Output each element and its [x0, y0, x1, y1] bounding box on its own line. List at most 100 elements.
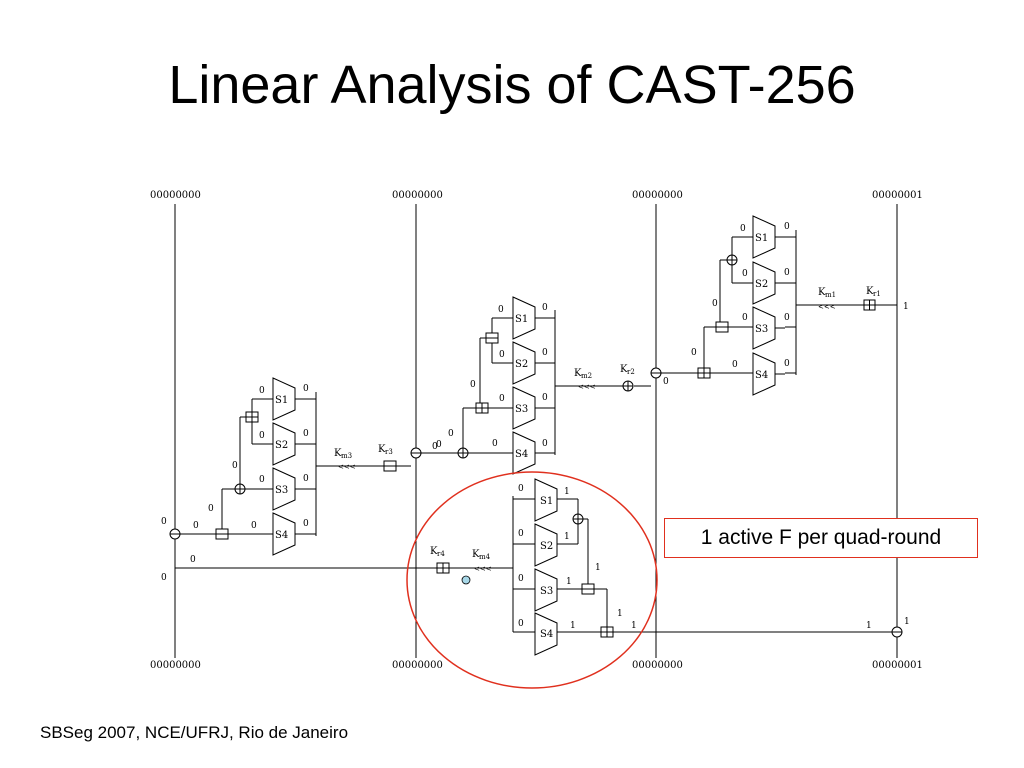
svg-text:0: 0	[499, 394, 505, 404]
svg-text:0: 0	[208, 504, 214, 514]
svg-text:0: 0	[518, 529, 524, 539]
svg-text:0: 0	[542, 439, 548, 449]
round2-sbox-3	[512, 386, 536, 430]
svg-text:0: 0	[518, 619, 524, 629]
km4-label: K	[472, 549, 480, 560]
svg-text:0: 0	[784, 313, 790, 323]
svg-text:0: 0	[492, 439, 498, 449]
round4-sbox-3	[534, 568, 558, 612]
round2-s4-label: S4	[515, 449, 528, 460]
svg-text:0: 0	[303, 519, 309, 529]
svg-text:1: 1	[566, 577, 572, 587]
round4-s3-label: S3	[540, 586, 553, 597]
svg-text:0: 0	[784, 222, 790, 232]
svg-text:0: 0	[742, 313, 748, 323]
svg-text:0: 0	[432, 442, 438, 452]
kr3-sub: r3	[385, 448, 393, 456]
round3-sbox-2	[272, 422, 296, 466]
svg-text:0: 0	[498, 305, 504, 315]
output-word-3: 00000000	[632, 660, 683, 671]
svg-text:1: 1	[904, 617, 910, 627]
svg-text:0: 0	[663, 377, 669, 387]
round-1: S1 S2 S3 S4 K r1 K m1 <<< 1 0 0 0 0 0	[650, 215, 909, 396]
svg-text:0: 0	[303, 429, 309, 439]
round4-sbox-1	[534, 478, 558, 522]
input-word-3: 00000000	[632, 190, 683, 201]
round1-sbox-2	[752, 261, 776, 305]
svg-text:1: 1	[564, 532, 570, 542]
round4-sbox-2	[534, 523, 558, 567]
output-word-labels: 00000000 00000000 00000000 00000001	[150, 660, 923, 671]
svg-text:1: 1	[617, 609, 623, 619]
input-word-2: 00000000	[392, 190, 443, 201]
round2-s2-label: S2	[515, 359, 528, 370]
svg-text:0: 0	[499, 350, 505, 360]
round-3: S1 S2 S3 S4 K r3 K m3 <<< 0 0 0 0 0 0 0	[161, 377, 442, 556]
slide-footer: SBSeg 2007, NCE/UFRJ, Rio de Janeiro	[40, 723, 349, 742]
svg-text:0: 0	[691, 348, 697, 358]
slide-title: Linear Analysis of CAST-256	[168, 55, 856, 115]
svg-text:0: 0	[232, 461, 238, 471]
round4-s2-label: S2	[540, 541, 553, 552]
km4-sub: m4	[479, 553, 491, 561]
km2-rot: <<<	[578, 383, 596, 391]
active-f-callout: 1 active F per quad-round	[664, 518, 978, 558]
kr1-sub: r1	[873, 290, 881, 298]
km2-sub: m2	[581, 372, 592, 380]
round3-s1-label: S1	[275, 395, 288, 406]
svg-text:0: 0	[542, 303, 548, 313]
km2-label: K	[574, 368, 582, 379]
round2-sbox-2	[512, 341, 536, 385]
svg-text:1: 1	[631, 621, 637, 631]
svg-text:0: 0	[259, 431, 265, 441]
svg-text:0: 0	[712, 299, 718, 309]
km3-label: K	[334, 448, 342, 459]
svg-text:0: 0	[518, 484, 524, 494]
round-2: S1 S2 S3 S4 K r2 K m2 <<< 0 0 0 0 0 0 0	[410, 296, 651, 475]
km1-label: K	[818, 287, 826, 298]
round2-sbox-4	[512, 431, 536, 475]
svg-text:0: 0	[303, 384, 309, 394]
round3-sbox-1	[272, 377, 296, 421]
svg-text:1: 1	[595, 563, 601, 573]
svg-text:0: 0	[193, 521, 199, 531]
km3-sub: m3	[341, 452, 352, 460]
active-marker-dot	[461, 575, 471, 585]
svg-text:0: 0	[161, 517, 167, 527]
svg-text:0: 0	[251, 521, 257, 531]
output-word-4: 00000001	[872, 660, 923, 671]
svg-text:0: 0	[742, 269, 748, 279]
input-word-4: 00000001	[872, 190, 923, 201]
round4-s1-label: S1	[540, 496, 553, 507]
round3-s2-label: S2	[275, 440, 288, 451]
round4-sbox-4	[534, 612, 558, 656]
output-word-2: 00000000	[392, 660, 443, 671]
svg-text:0: 0	[190, 555, 196, 565]
round3-s3-label: S3	[275, 485, 288, 496]
svg-text:0: 0	[542, 393, 548, 403]
svg-text:0: 0	[161, 573, 167, 583]
svg-text:0: 0	[784, 268, 790, 278]
svg-text:1: 1	[570, 621, 576, 631]
km4-rot: <<<	[474, 565, 492, 573]
svg-text:1: 1	[564, 487, 570, 497]
svg-text:0: 0	[259, 386, 265, 396]
kr4-label: K	[430, 546, 438, 557]
input-word-labels: 00000000 00000000 00000000 00000001	[150, 190, 923, 201]
svg-text:0: 0	[542, 348, 548, 358]
round2-s1-label: S1	[515, 314, 528, 325]
svg-text:1: 1	[866, 621, 872, 631]
svg-text:0: 0	[784, 359, 790, 369]
kr1-label: K	[866, 286, 874, 297]
round3-s4-label: S4	[275, 530, 288, 541]
round1-sbox-3	[752, 306, 776, 350]
active-round-highlight	[406, 471, 658, 689]
round2-sbox-1	[512, 296, 536, 340]
kr2-sub: r2	[627, 368, 635, 376]
svg-text:0: 0	[303, 474, 309, 484]
kr2-label: K	[620, 364, 628, 375]
round1-s2-label: S2	[755, 279, 768, 290]
svg-text:0: 0	[259, 475, 265, 485]
round3-sbox-4	[272, 512, 296, 556]
